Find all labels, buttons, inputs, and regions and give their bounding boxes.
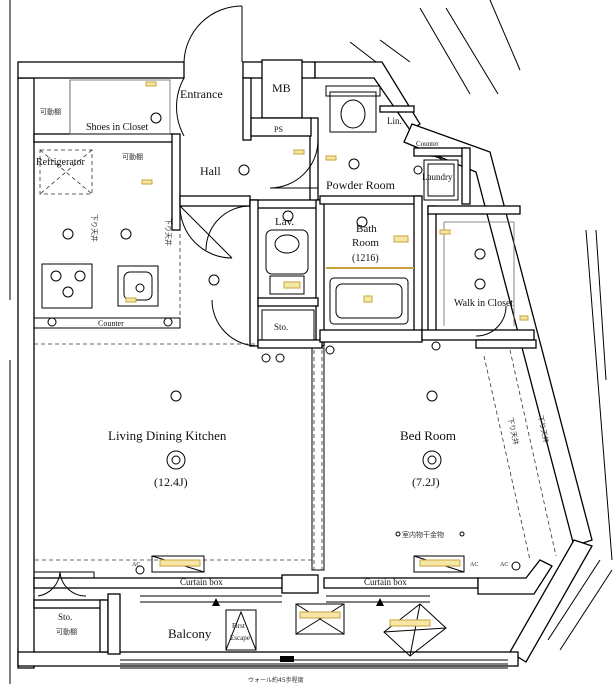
bath-size-label: (1216) [352,253,379,264]
interior-walls [33,77,553,655]
entrance-label: Entrance [180,87,223,101]
exterior-walls [9,0,613,684]
ldk-main-light [166,450,186,470]
lowered-ceiling-note-1: 下り天井 [90,214,99,242]
ldk-label: Living Dining Kitchen [108,428,227,443]
bedroom-label: Bed Room [400,428,456,443]
curtain-box-left-label: Curtain box [180,577,223,587]
cooktop [41,263,93,309]
lin-label: Lin. [387,116,402,126]
ldk-size-label: (12.4J) [154,475,188,489]
ac-mark-left: AC [132,562,140,568]
bedroom-size-label: (7.2J) [412,475,440,489]
outdoor-unit-1 [295,603,345,635]
refrigerator-box [39,149,93,195]
balcony-label: Balcony [168,626,212,641]
mb-label: MB [272,81,291,95]
movable-shelf-note-3: 可動棚 [56,627,77,636]
ceiling-lights [47,112,521,575]
room-labels: Entrance MB PS Shoes in Closet Refrigera… [36,81,513,642]
kitchen-sink [117,265,159,307]
drying-hardware-note: 室内物干金物 [402,530,444,539]
toilet [329,91,377,133]
ac-unit-left [151,555,205,573]
bath-label: Bath [356,223,377,235]
counter-small-label: Counter [416,140,439,148]
counter-label: Counter [98,319,124,328]
ac-unit-right [413,555,465,573]
refrigerator-label: Refrigerator [36,157,86,168]
escape-hatch [225,609,257,651]
shoes-in-closet-label: Shoes in Closet [86,122,148,133]
ac-mark-right: AC [470,562,478,568]
lowered-ceiling-note-3: 下り天井 [506,417,521,446]
movable-shelf-note-1: 可動棚 [40,107,61,116]
first-escape-label-1: First [232,622,245,630]
walk-in-closet-label: Walk in Closet [454,298,513,309]
switch-marks [125,81,529,627]
powder-room-label: Powder Room [326,178,396,192]
sto-label: Sto. [274,322,288,332]
ac-marks: AC AC AC [132,562,508,568]
ps-label: PS [274,125,283,134]
bedroom-main-light [422,450,442,470]
lavatory-basin [265,229,309,275]
lav-label: Lav. [275,216,294,228]
sto-balcony-label: Sto. [58,612,72,622]
bottom-note: ウォール約45歩程度 [248,676,304,684]
room-label: Room [352,237,379,249]
laundry-label: Laundry [422,172,453,182]
lowered-ceiling-note-2: 下り天井 [164,218,173,246]
hall-label: Hall [200,164,221,178]
movable-shelf-note-2: 可動棚 [122,152,143,161]
first-escape-label-2: Escape [230,634,250,642]
curtain-box-right-label: Curtain box [364,577,407,587]
ac-mark-right-2: AC [500,562,508,568]
laundry-pan [423,159,459,201]
fixtures [34,79,557,662]
